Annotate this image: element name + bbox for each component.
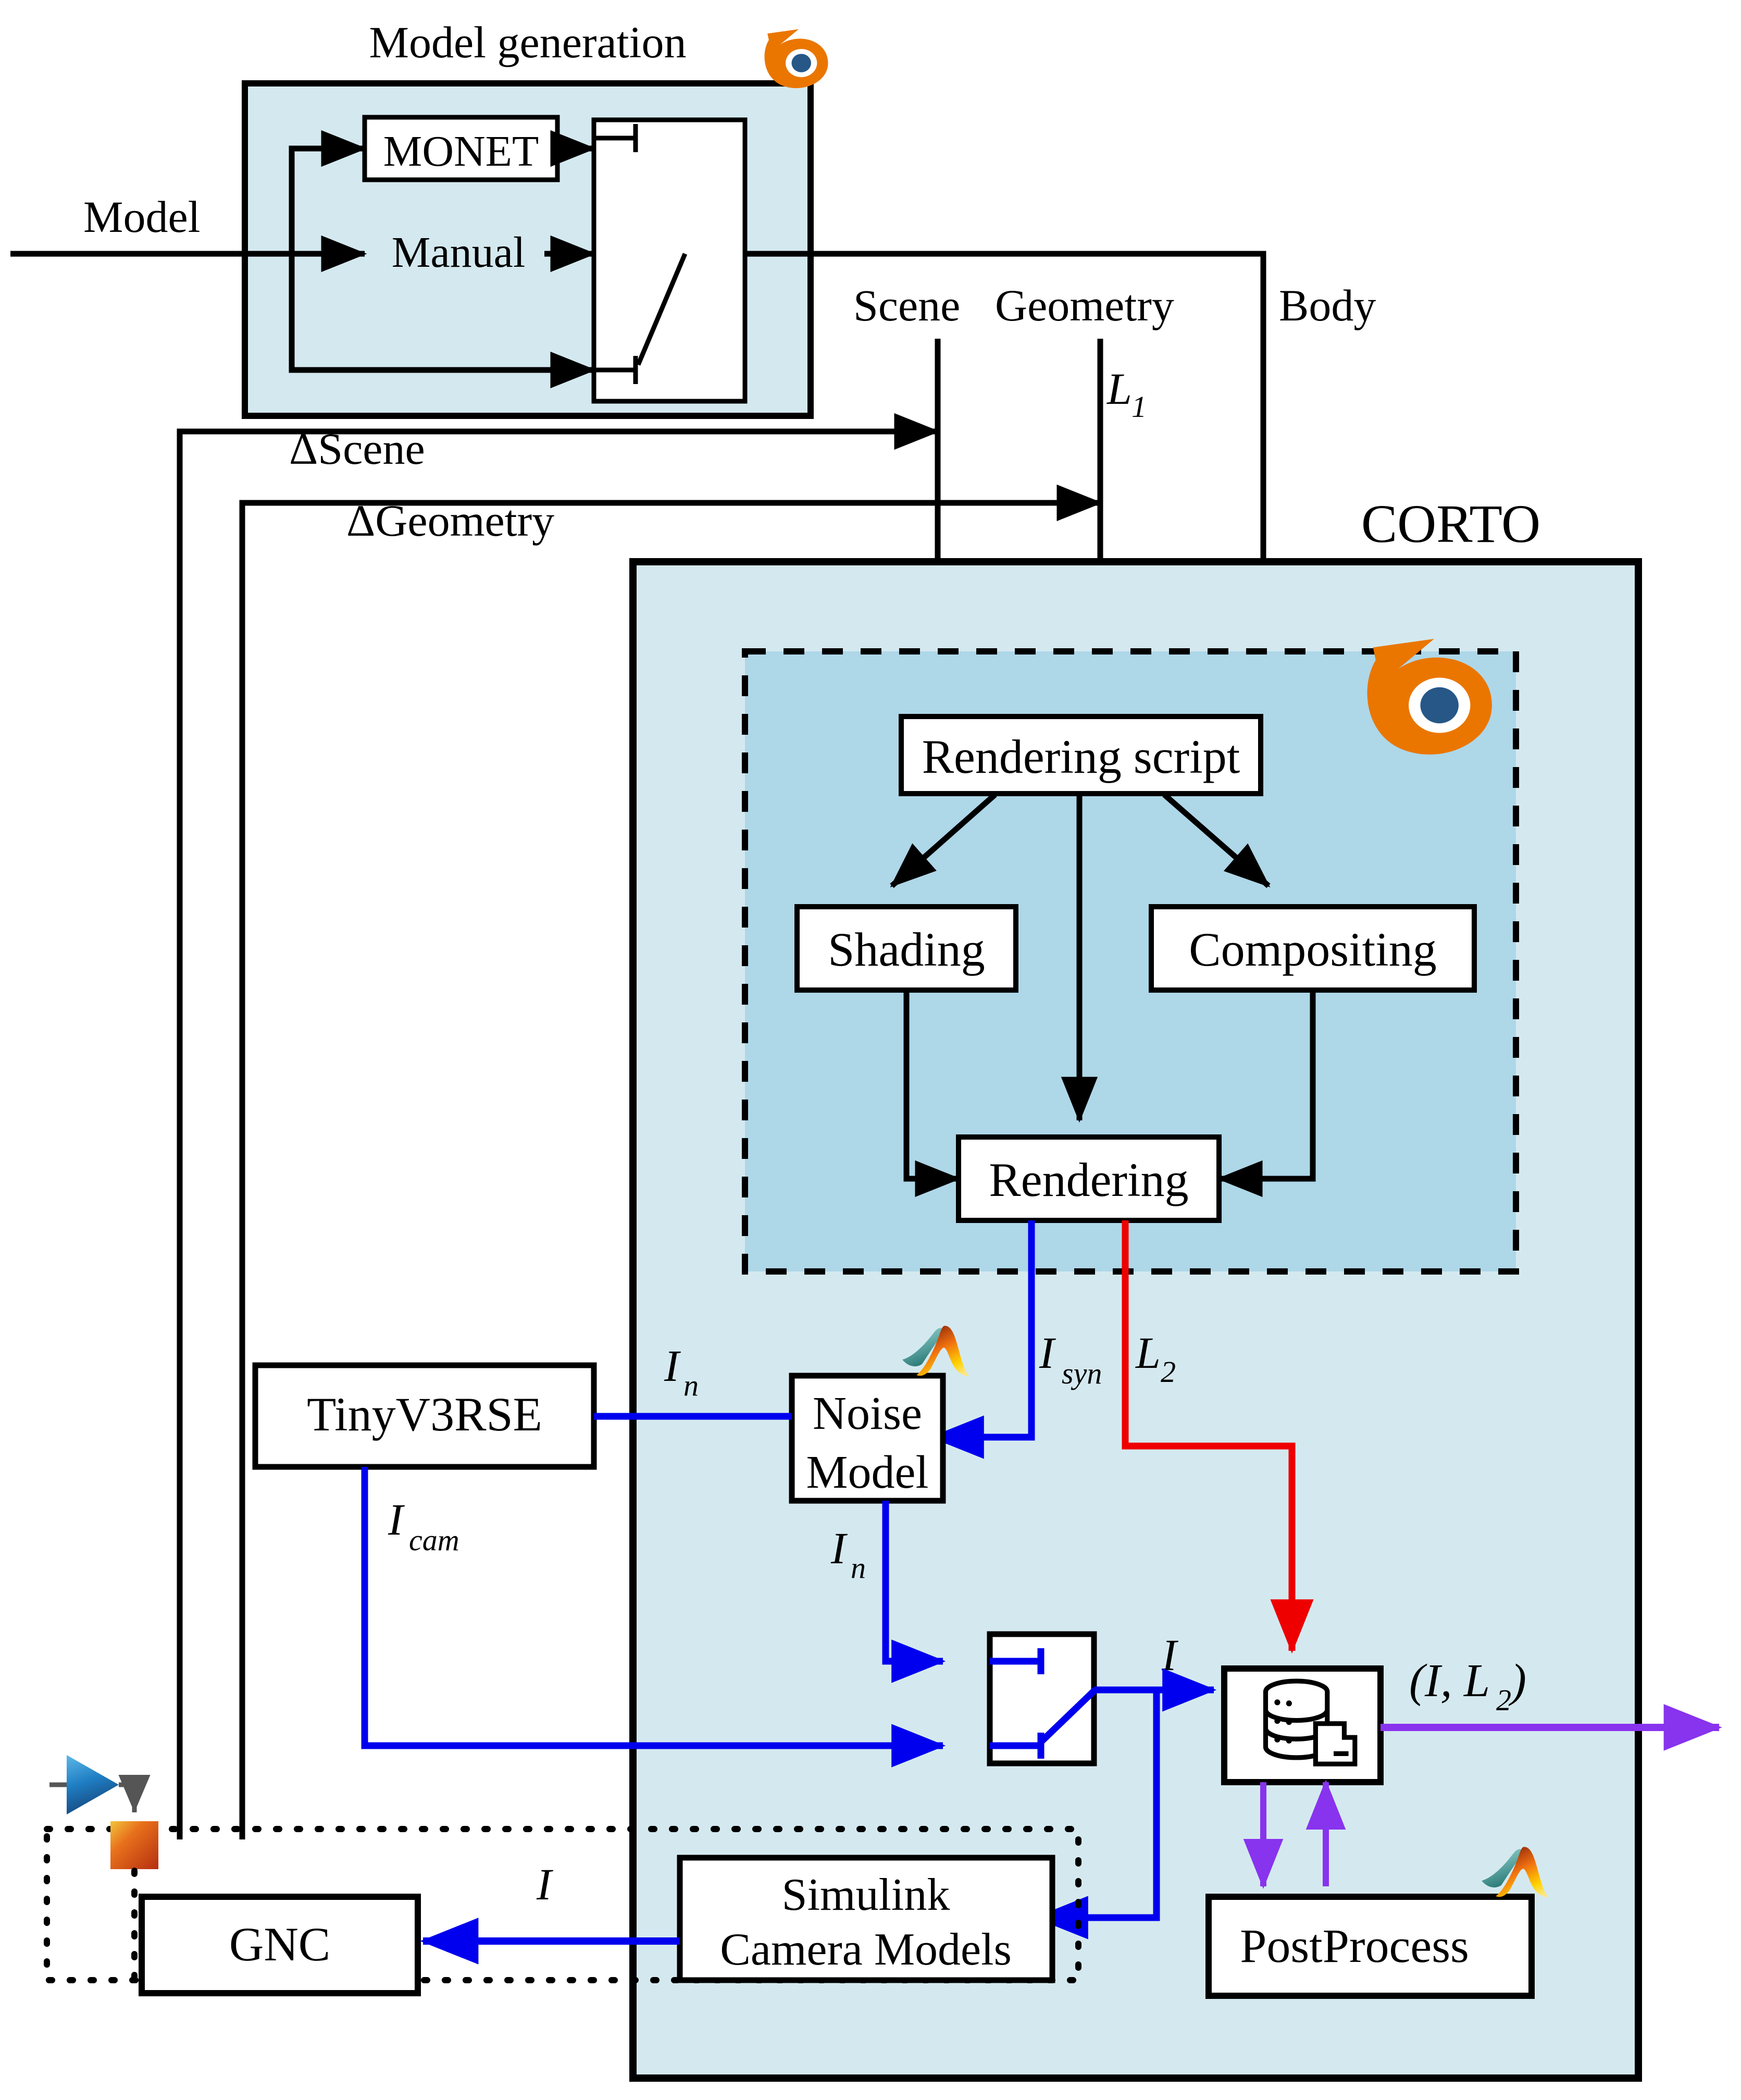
i-n-top-label: I n [664,1341,699,1402]
blender-logo-icon [764,29,828,89]
svg-text:(I, L: (I, L [1409,1655,1490,1707]
switch-to-simulink-line [1034,1690,1160,1940]
model-generation-label: Model generation [369,17,687,67]
i-syn-line [929,1220,1035,1459]
monet-box[interactable]: MONET [362,115,560,182]
shading-label: Shading [828,923,985,976]
i-out-label: I [1161,1630,1178,1680]
simulink-camera-label-1: Simulink [782,1870,950,1920]
svg-text:2: 2 [1161,1355,1176,1389]
model-input-label: Model [83,192,201,242]
onboard-dotted-region [44,1826,1081,1983]
image-source-switch[interactable] [987,1631,1098,1767]
svg-text:2: 2 [1496,1683,1511,1717]
model-switch-out-line [745,251,1282,698]
svg-text:L: L [1135,1328,1161,1378]
svg-text:cam: cam [409,1523,459,1557]
svg-text:I: I [664,1341,681,1391]
tinyv3rse-box[interactable]: TinyV3RSE [252,1362,597,1470]
l1-label: L 1 [1106,364,1147,424]
simulink-logo-icon [49,1755,158,1983]
svg-text:n: n [683,1368,699,1402]
i-cam-label: I cam [388,1494,459,1557]
matlab-logo-icon [1482,1847,1549,1897]
shading-box[interactable]: Shading [794,904,1018,993]
i-syn-label: I syn [1039,1328,1102,1390]
script-to-compositing-arrow [1162,792,1271,888]
model-to-switch-line [289,254,596,389]
svg-text:): ) [1508,1655,1526,1707]
l2-label: L 2 [1135,1328,1176,1389]
l2-line [1122,1220,1314,1654]
corto-label: CORTO [1361,494,1540,554]
noise-model-label-2: Model [806,1447,929,1498]
postprocess-box[interactable]: PostProcess [1205,1894,1535,1999]
noise-model-box[interactable]: Noise Model [789,1373,946,1504]
scene-label: Scene [853,280,960,330]
geometry-label: Geometry [995,280,1174,330]
manual-label: Manual [392,228,526,277]
i-cam-line [361,1467,946,1768]
database-stack-icon [1263,1678,1358,1767]
shading-to-rendering-line [903,990,961,1197]
i-n-mid-label: I n [830,1523,866,1585]
noise-to-switch-line [882,1501,946,1683]
output-tuple-label: (I, L 2 ) [1409,1655,1526,1717]
compositing-to-rendering-line [1216,990,1316,1197]
simulink-camera-label-2: Camera Models [720,1924,1012,1975]
body-label: Body [1279,280,1376,330]
gnc-label: GNC [229,1918,330,1971]
svg-text:I: I [1039,1328,1056,1378]
database-box[interactable] [1221,1665,1384,1785]
postprocess-label: PostProcess [1240,1919,1469,1972]
noise-model-label-1: Noise [813,1388,922,1439]
svg-text:L: L [1106,364,1132,414]
rendering-script-box[interactable]: Rendering script [899,714,1263,796]
rendering-label: Rendering [989,1153,1188,1206]
rendering-script-label: Rendering script [922,730,1240,783]
delta-geometry-line [239,484,1103,1839]
svg-text:n: n [851,1551,866,1585]
i-gnc-label: I [536,1859,553,1909]
tinyv3rse-label: TinyV3RSE [307,1388,542,1441]
rendering-box[interactable]: Rendering [956,1134,1222,1223]
compositing-box[interactable]: Compositing [1149,904,1477,993]
delta-scene-line [177,413,940,1839]
simulink-camera-models-box[interactable]: Simulink Camera Models [677,1855,1055,1983]
model-to-monet-line [289,130,367,254]
svg-text:1: 1 [1131,390,1147,424]
model-source-switch[interactable] [591,117,748,404]
script-to-shading-arrow [890,792,997,888]
matlab-logo-icon [902,1326,969,1376]
svg-text:syn: syn [1062,1356,1102,1390]
svg-text:I: I [388,1494,405,1545]
monet-box-label: MONET [383,127,539,176]
compositing-label: Compositing [1189,923,1436,976]
gnc-box[interactable]: GNC [139,1894,421,1996]
svg-text:I: I [830,1523,848,1573]
blender-logo-icon [1367,639,1492,755]
